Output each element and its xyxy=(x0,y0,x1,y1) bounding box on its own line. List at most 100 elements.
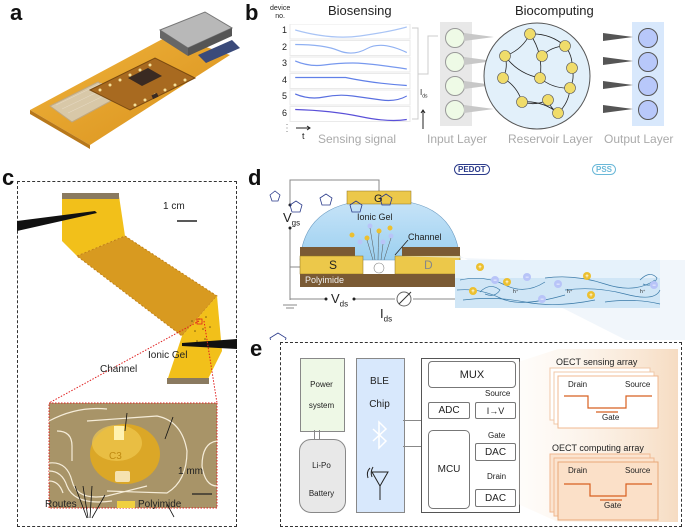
reservoir-node xyxy=(516,96,528,108)
sensing-drain-label: Drain xyxy=(568,380,588,389)
current-symbol: I xyxy=(420,88,423,97)
svg-text:−: − xyxy=(540,297,544,303)
svg-text:−: − xyxy=(525,275,529,281)
vds-label: Vds xyxy=(331,291,348,309)
gate-subheading: Gate xyxy=(488,431,506,440)
power-line2: system xyxy=(308,401,335,410)
sensing-source-label: Source xyxy=(625,380,651,389)
signal-row xyxy=(289,40,411,56)
channel-label: Channel xyxy=(408,232,442,242)
device-header-line1: device xyxy=(270,5,291,12)
ble-icons xyxy=(366,420,389,500)
power-system-block xyxy=(300,358,345,432)
ble-line2: Chip xyxy=(369,399,390,410)
flexible-array-photo: C3 xyxy=(17,193,237,519)
mux-block: MUX xyxy=(428,361,516,388)
gate-wire xyxy=(289,179,380,205)
battery-block xyxy=(299,439,346,513)
reservoir-node xyxy=(559,40,571,52)
computing-array-title: OECT computing array xyxy=(552,443,644,453)
signal-bracket xyxy=(412,27,419,120)
vds-symbol: V xyxy=(331,291,340,306)
flex-cable-ribbon xyxy=(77,236,217,336)
sensing-signal-label: Sensing signal xyxy=(318,132,397,146)
ids-symbol: I xyxy=(380,306,384,321)
svg-text:+: + xyxy=(585,274,589,280)
oect-arrays xyxy=(518,349,678,522)
signal-row xyxy=(289,56,411,73)
sensing-array-title: OECT sensing array xyxy=(556,357,638,367)
ionic-gel-callout: Ionic Gel xyxy=(148,350,188,361)
reservoir-layer-label: Reservoir Layer xyxy=(508,132,593,146)
hole-label-1: h⁺ xyxy=(513,289,519,295)
input-arrow xyxy=(464,33,494,41)
output-arrow xyxy=(603,81,633,89)
svg-text:+: + xyxy=(471,289,475,295)
battery-label: Li-Po Battery xyxy=(299,452,344,508)
sensing-signal-trace xyxy=(295,60,407,70)
computing-gate-label: Gate xyxy=(604,501,622,510)
bluetooth-icon xyxy=(372,420,388,450)
source-label: S xyxy=(329,258,338,272)
vgs-subscript: gs xyxy=(291,218,301,228)
flex-cable-top xyxy=(62,196,125,256)
input-arrow xyxy=(464,81,494,89)
panel-d-label: d xyxy=(248,165,262,190)
device-number: 6 xyxy=(282,107,288,118)
input-arrow xyxy=(464,57,494,65)
axis-arrows xyxy=(296,109,426,131)
sensing-signal-plot xyxy=(289,24,438,131)
ble-line1: BLE xyxy=(370,376,389,387)
vds-subscript: ds xyxy=(339,299,349,309)
zoom-line-right xyxy=(203,320,218,404)
sensing-array-card xyxy=(557,375,659,429)
hole-label-2: h⁺ xyxy=(567,289,573,295)
routes-callout: Routes xyxy=(45,499,77,510)
input-layer-label: Input Layer xyxy=(427,132,488,146)
battery-component xyxy=(198,40,240,63)
oect-cross-section: +++++ −−−−− n xyxy=(269,179,685,340)
device-number: 5 xyxy=(282,91,288,101)
ions xyxy=(349,223,394,245)
input-arrow xyxy=(464,105,494,113)
output-layer-label: Output Layer xyxy=(604,132,674,146)
power-system-label: Power system xyxy=(300,374,343,416)
sensing-signal-trace xyxy=(295,93,407,102)
antenna-icon xyxy=(366,466,389,500)
vgs-symbol: V xyxy=(283,210,292,225)
svg-text:+: + xyxy=(478,265,482,271)
scale-label-cm: 1 cm xyxy=(163,201,185,212)
source-subheading: Source xyxy=(485,389,511,398)
panel-e-label: e xyxy=(250,336,263,361)
panel-c-label: c xyxy=(2,165,15,190)
input-node xyxy=(445,76,465,96)
hole-label-3: h⁺ xyxy=(640,289,646,295)
current-axis-label: Ids xyxy=(420,88,428,100)
svg-text:−: − xyxy=(556,282,560,288)
battery-line2: Battery xyxy=(308,489,335,498)
computing-drain-label: Drain xyxy=(568,466,588,475)
time-axis-label: t xyxy=(302,131,305,141)
reservoir-node xyxy=(534,72,546,84)
battery-line1: Li-Po xyxy=(312,461,331,470)
sensing-signal-trace xyxy=(295,43,407,54)
reservoir-node xyxy=(564,82,576,94)
vgs-label: Vgs xyxy=(283,210,300,228)
input-node xyxy=(445,52,465,72)
reservoir-node xyxy=(497,72,509,84)
ble-mcu-link-2 xyxy=(403,446,421,447)
drain-dac-block: DAC xyxy=(475,489,516,507)
power-line1: Power xyxy=(310,380,333,389)
zoom-line-left xyxy=(48,320,200,404)
panel-a-label: a xyxy=(10,0,23,25)
gate-dac-block: DAC xyxy=(475,443,516,461)
input-node xyxy=(445,100,465,120)
pss-badge: PSS xyxy=(592,164,617,175)
signal-bracket xyxy=(418,35,438,75)
panel-c-frame xyxy=(17,181,237,527)
tweezers-right xyxy=(182,339,237,349)
channel-callout: Channel xyxy=(100,364,138,375)
flex-cable-bottom xyxy=(167,296,222,381)
reservoir-node xyxy=(524,28,536,40)
